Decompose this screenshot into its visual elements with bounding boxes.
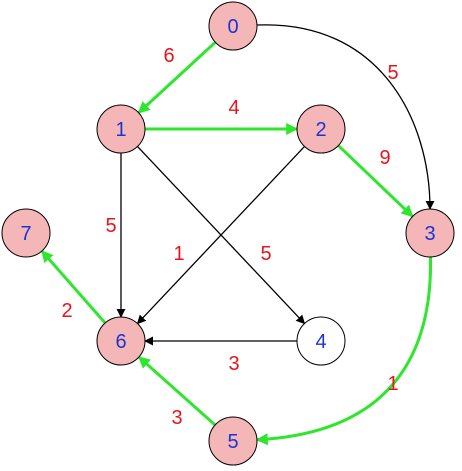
node-circle [405,208,455,258]
edge-6-to-7 [40,250,107,324]
node-label: 4 [315,331,326,353]
edge-weight-1-4: 5 [260,243,271,265]
edge-weight-4-6: 3 [228,353,239,375]
node-1: 1 [96,104,146,154]
edge-weight-0-1: 6 [163,45,174,67]
node-4: 4 [296,316,346,366]
edge-2-to-6 [136,146,306,325]
edge-layer [40,24,435,446]
weight-layer: 6 5 4 5 5 9 1 1 3 3 2 [61,45,398,429]
node-label: 0 [227,16,238,38]
node-label: 6 [115,331,126,353]
node-label: 3 [424,223,435,245]
node-6: 6 [96,316,146,366]
node-circle [1,208,51,258]
node-2: 2 [296,104,346,154]
node-circle [296,316,346,366]
node-label: 5 [227,431,238,453]
edge-weight-1-2: 4 [228,97,239,119]
node-layer: 0 1 2 3 4 5 6 7 [1,1,455,466]
edge-5-to-6 [137,355,217,427]
node-7: 7 [1,208,51,258]
node-circle [208,416,258,466]
edge-0-to-3 [256,24,435,210]
edge-weight-3-5: 1 [387,373,398,395]
edge-weight-2-6: 1 [173,243,184,265]
edge-0-to-1 [137,41,217,114]
edge-weight-2-3: 9 [379,147,390,169]
edge-weight-1-6: 5 [105,215,116,237]
edge-weight-6-7: 2 [61,300,72,322]
node-circle [208,1,258,51]
node-3: 3 [405,208,455,258]
node-circle [96,316,146,366]
edge-2-to-3 [337,144,414,218]
edge-3-to-5 [255,256,433,446]
node-label: 7 [20,223,31,245]
node-circle [96,104,146,154]
node-5: 5 [208,416,258,466]
node-0: 0 [208,1,258,51]
edge-weight-5-6: 3 [171,407,182,429]
edge-weight-0-3: 5 [387,62,398,84]
node-label: 1 [115,119,126,141]
node-circle [296,104,346,154]
node-label: 2 [315,119,326,141]
